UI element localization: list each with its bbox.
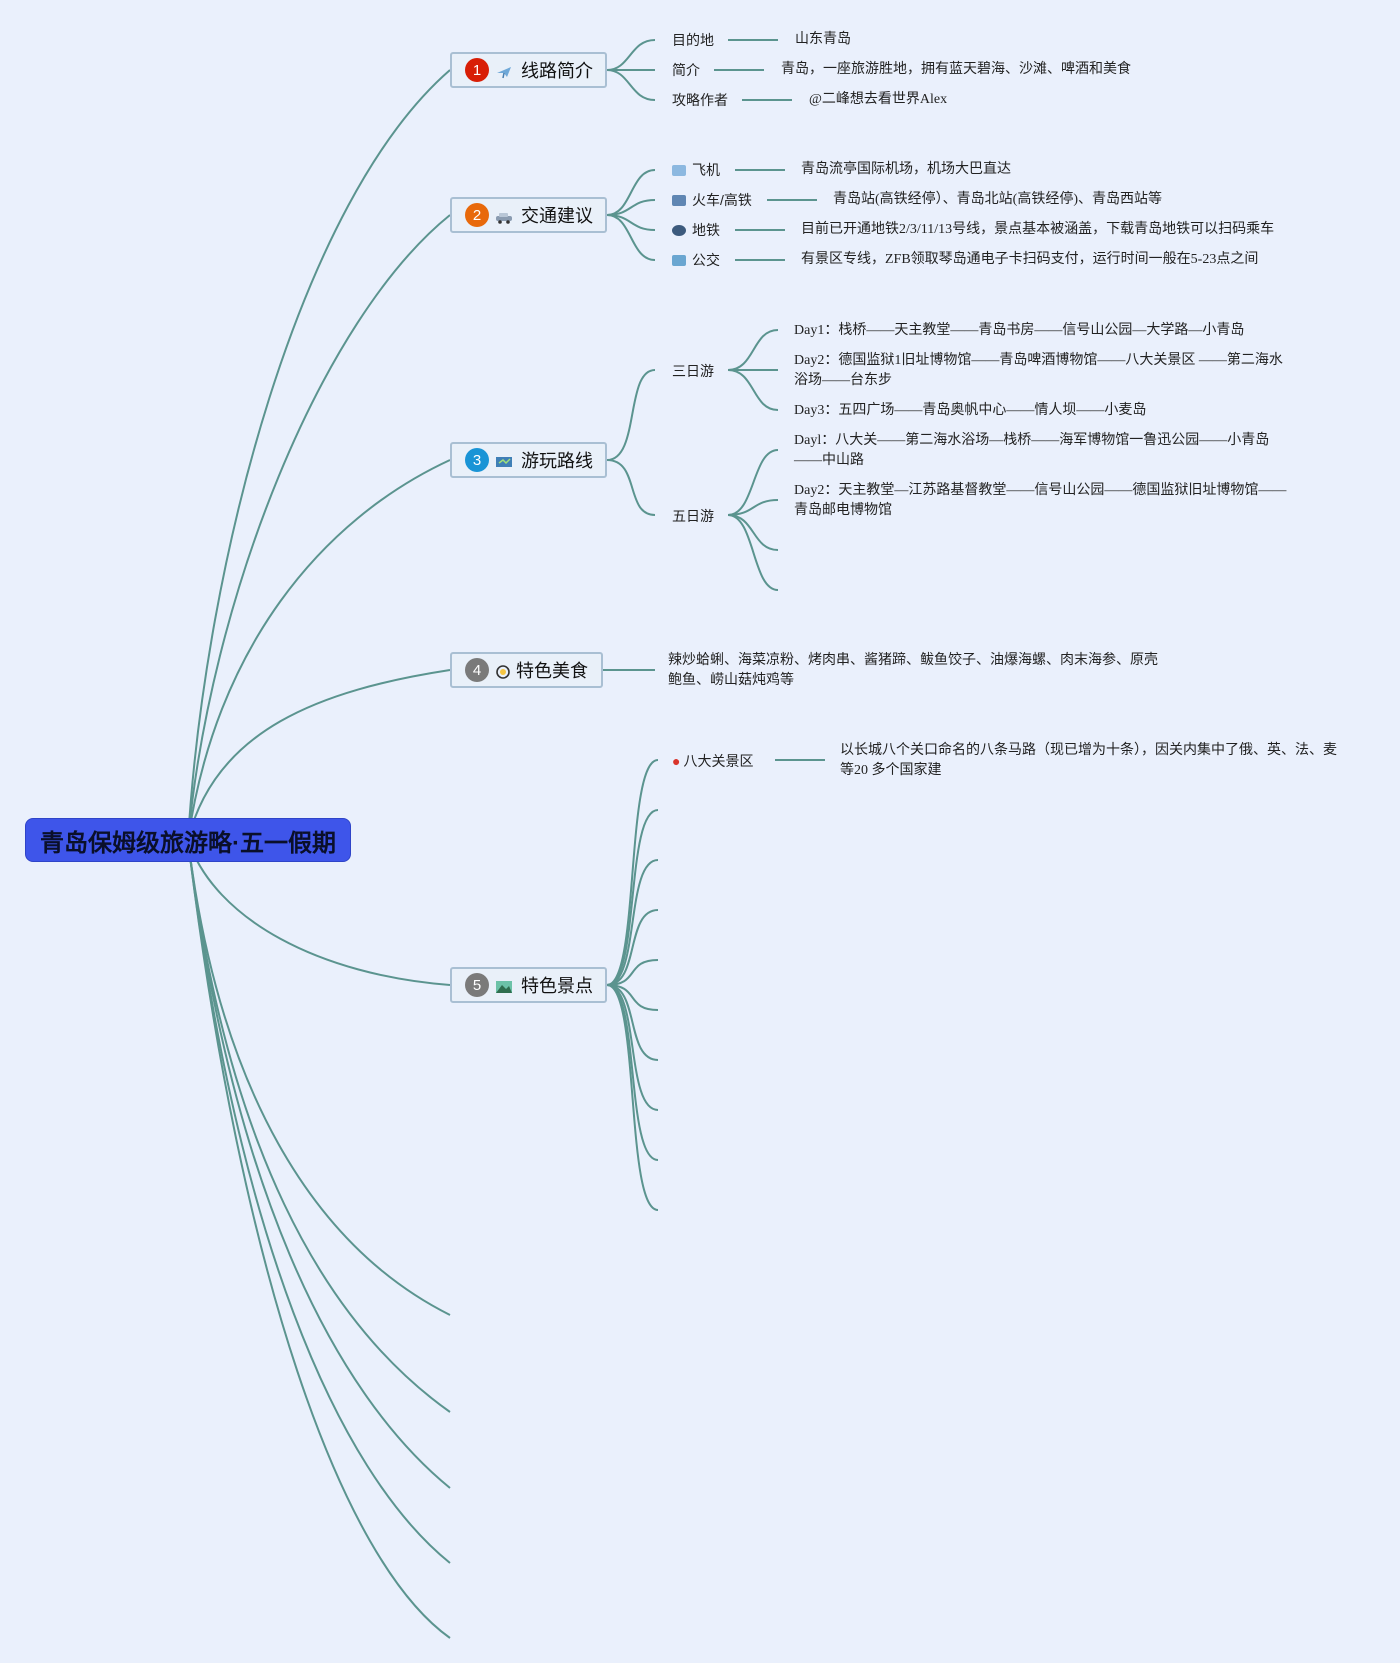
route-item-text: 青岛，一座旅游胜地，拥有蓝天碧海、沙滩、啤酒和美食 [781, 62, 1131, 77]
number-badge: 1 [465, 58, 489, 82]
number-badge: 4 [465, 658, 489, 682]
itinerary-day: Day2：德国监狱1旧址博物馆——青岛啤酒博物馆——八大关景区 ——第二海水浴场… [794, 353, 1283, 388]
metro-icon [672, 225, 686, 236]
transport-item-text: 目前已开通地铁2/3/11/13号线，景点基本被涵盖，下载青岛地铁可以扫码乘车 [801, 222, 1275, 237]
transport-item-text: 有景区专线，ZFB领取琴岛通电子卡扫码支付，运行时间一般在5-23点之间 [801, 252, 1259, 267]
number-badge: 2 [465, 203, 489, 227]
attraction-text: 以长城八个关口命名的八条马路（现已增为十条），因关内集中了俄、英、法、麦等20 … [840, 743, 1337, 778]
pin-icon: ● [672, 753, 681, 769]
branch-route-intro[interactable]: 1 线路简介 [450, 52, 607, 88]
itinerary-day: Dayl：八大关——第二海水浴场—栈桥——海军博物馆一鲁迅公园——小青岛——中山… [794, 433, 1270, 468]
branch-itinerary[interactable]: 3 游玩路线 [450, 442, 607, 478]
branch-attractions[interactable]: 5 特色景点 [450, 967, 607, 1003]
route-item-label: 攻略作者 [672, 92, 728, 108]
route-item-text: @二峰想去看世界Alex [809, 92, 948, 107]
food-icon [495, 663, 511, 679]
transport-item-label: 公交 [672, 250, 720, 270]
itinerary-day: Day1：栈桥——天主教堂——青岛书房——信号山公园—大学路—小青岛 [794, 323, 1245, 338]
transport-item-text: 青岛流亭国际机场，机场大巴直达 [801, 162, 1011, 177]
transport-item-label: 火车/高铁 [672, 190, 752, 210]
train-icon [672, 195, 686, 206]
transport-item-label: 地铁 [672, 220, 720, 240]
food-list-text: 辣炒蛤蜊、海菜凉粉、烤肉串、酱猪蹄、鲅鱼饺子、油爆海螺、肉末海参、原壳鲍鱼、崂山… [668, 653, 1158, 688]
branch-food[interactable]: 4 特色美食 [450, 652, 603, 688]
branch-transport[interactable]: 2 交通建议 [450, 197, 607, 233]
map-icon [495, 453, 513, 467]
route-item-label: 目的地 [672, 32, 714, 48]
scenery-icon [495, 978, 513, 993]
itinerary-day: Day3：五四广场——青岛奥帆中心——情人坝——小麦岛 [794, 403, 1147, 418]
attraction-label: ●八大关景区 [672, 753, 754, 769]
itinerary-group-label: 五日游 [672, 508, 714, 524]
route-item-label: 简介 [672, 62, 700, 78]
transport-item-label: 飞机 [672, 160, 720, 180]
car-icon [495, 208, 513, 224]
route-item-text: 山东青岛 [795, 32, 851, 47]
transport-item-text: 青岛站(高铁经停）、青岛北站(高铁经停)、青岛西站等 [833, 192, 1162, 207]
airplane-icon [495, 63, 513, 79]
itinerary-day: Day2：天主教堂—江苏路基督教堂——信号山公园——德国监狱旧址博物馆——青岛邮… [794, 483, 1287, 518]
root-topic[interactable]: 青岛保姆级旅游略·五一假期 [25, 818, 351, 862]
itinerary-group-label: 三日游 [672, 363, 714, 379]
number-badge: 3 [465, 448, 489, 472]
number-badge: 5 [465, 973, 489, 997]
airplane-icon [672, 165, 686, 176]
bus-icon [672, 255, 686, 266]
